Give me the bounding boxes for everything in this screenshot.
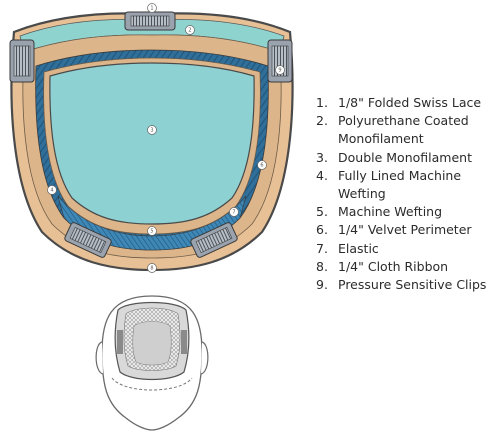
marker-label: 4 — [50, 187, 53, 193]
legend-text: Pressure Sensitive Clips — [338, 277, 487, 293]
head-illustration — [95, 295, 209, 431]
legend-number: 6. — [316, 222, 328, 238]
marker-8: 8 — [147, 263, 157, 273]
left-clip — [9, 39, 35, 83]
marker-7: 7 — [229, 207, 239, 217]
marker-3: 3 — [147, 125, 157, 135]
bottom-right-clip — [190, 222, 238, 258]
legend-number: 3. — [316, 149, 328, 165]
marker-label: 3 — [150, 127, 153, 133]
double-monofilament-top — [49, 62, 255, 225]
legend-text: Elastic — [338, 240, 379, 256]
legend-text: Polyurethane Coated Monofilament — [338, 113, 469, 147]
marker-label: 5 — [150, 228, 153, 234]
marker-6: 6 — [257, 160, 267, 170]
legend-item: 8. 1/4" Cloth Ribbon — [316, 258, 486, 276]
legend-item: 6. 1/4" Velvet Perimeter — [316, 221, 486, 239]
legend-text: Fully Lined Machine Wefting — [338, 167, 462, 202]
head-cap-inner — [132, 321, 172, 366]
right-ear — [200, 341, 209, 375]
legend-number: 1. — [316, 95, 328, 110]
marker-2: 2 — [185, 25, 195, 35]
bottom-left-clip — [64, 222, 112, 258]
legend-item: 2. Polyurethane Coated Monofilament — [316, 112, 486, 148]
marker-label: 6 — [260, 162, 263, 168]
legend-text: 1/8" Folded Swiss Lace — [338, 95, 482, 110]
marker-label: 8 — [150, 265, 153, 271]
nape-dashed-line — [111, 377, 193, 391]
marker-5: 5 — [147, 226, 157, 236]
marker-label: 1 — [150, 5, 153, 11]
legend-text: 1/4" Velvet Perimeter — [338, 222, 472, 238]
marker-4: 4 — [47, 185, 57, 195]
legend-number: 8. — [316, 258, 328, 274]
legend-item: 1. 1/8" Folded Swiss Lace — [316, 94, 486, 112]
legend-item: 3. Double Monofilament — [316, 149, 486, 167]
legend-text: 1/4" Cloth Ribbon — [338, 258, 449, 274]
left-cap-tab — [117, 330, 123, 354]
marker-1: 1 — [147, 3, 157, 13]
legend-number: 4. — [316, 167, 328, 183]
number-markers: 1 2 3 4 5 6 7 8 9 — [47, 3, 285, 273]
left-ear — [95, 341, 104, 375]
legend-text: Double Monofilament — [338, 149, 472, 165]
legend-number: 7. — [316, 240, 328, 256]
marker-label: 9 — [278, 67, 281, 73]
top-clip — [124, 11, 176, 31]
right-cap-tab — [181, 330, 187, 354]
marker-9: 9 — [275, 65, 285, 75]
legend-number: 9. — [316, 277, 328, 293]
marker-label: 2 — [188, 27, 191, 33]
marker-label: 7 — [232, 209, 235, 215]
legend-number: 5. — [316, 204, 328, 220]
legend-item: 4. Fully Lined Machine Wefting — [316, 167, 486, 203]
legend-item: 7. Elastic — [316, 240, 486, 258]
right-clip — [267, 39, 293, 83]
legend-text: Machine Wefting — [338, 204, 443, 220]
component-legend: 1. 1/8" Folded Swiss Lace 2. Polyurethane C… — [316, 94, 486, 294]
legend-number: 2. — [316, 113, 328, 129]
legend-item: 5. Machine Wefting — [316, 203, 486, 221]
legend-item: 9. Pressure Sensitive Clips — [316, 276, 486, 294]
